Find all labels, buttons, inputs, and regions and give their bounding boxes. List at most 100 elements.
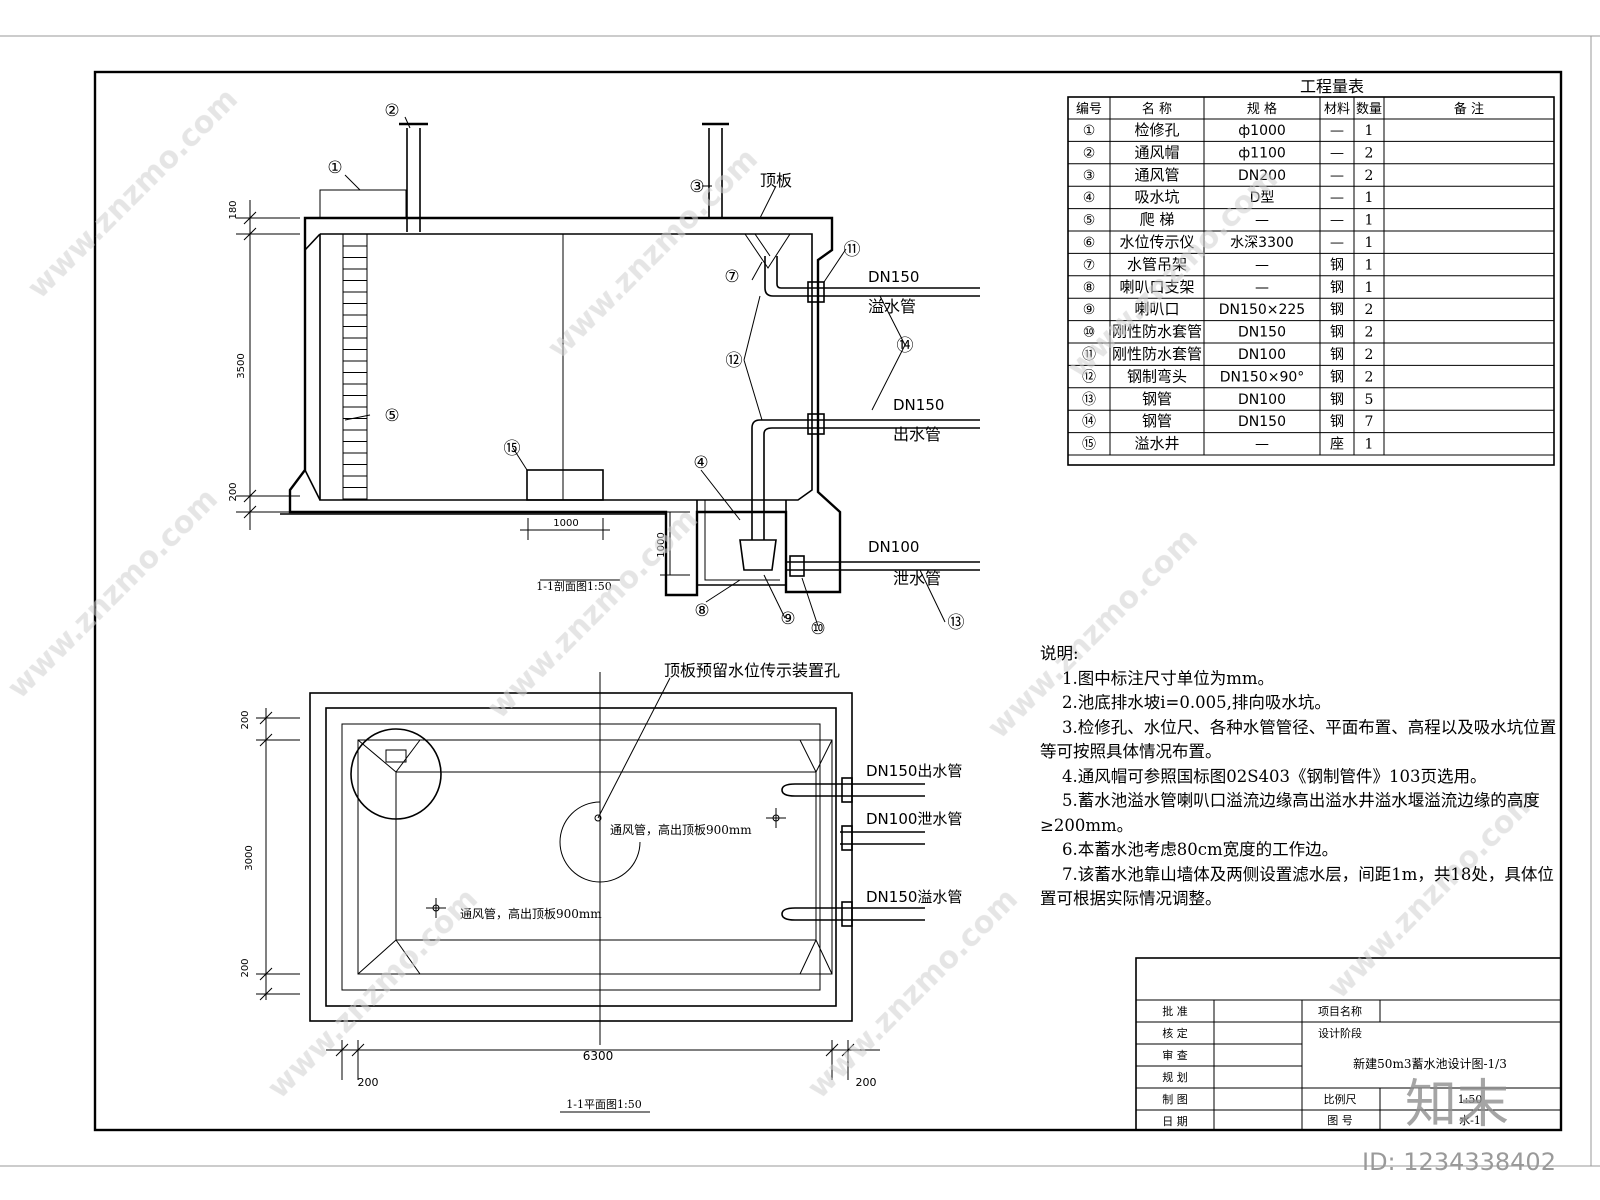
section-corner-haunch xyxy=(304,233,321,501)
title-block-row-label: 规 划 xyxy=(1162,1070,1188,1084)
table-cell: ⑮ xyxy=(1082,437,1096,453)
table-cell: 水管吊架 xyxy=(1127,255,1187,273)
table-cell: 1 xyxy=(1365,123,1374,139)
table-header-cell: 备 注 xyxy=(1454,101,1484,117)
callout-number: ⑬ xyxy=(948,613,965,633)
manhole-cover xyxy=(319,189,407,219)
bell-mouth xyxy=(739,539,777,571)
table-cell: 钢管 xyxy=(1142,390,1172,408)
table-cell: — xyxy=(1330,145,1344,161)
table-cell: DN100 xyxy=(1238,392,1286,408)
section-leader-lines xyxy=(344,116,946,627)
table-cell: 刚性防水套管 xyxy=(1112,323,1202,341)
table-cell: D型 xyxy=(1250,190,1275,206)
title-block-row-label: 批 准 xyxy=(1162,1004,1188,1018)
table-cell: 刚性防水套管 xyxy=(1112,345,1202,363)
table-cell: 通风管 xyxy=(1134,166,1179,184)
table-cell: ② xyxy=(1083,145,1096,161)
table-header-cell: 编号 xyxy=(1076,102,1102,117)
watermark-id: ID: 1234338402 xyxy=(1362,1148,1556,1176)
table-cell: 2 xyxy=(1365,168,1374,184)
plan-vent-2 xyxy=(426,898,446,918)
section-title: 1-1剖面图1:50 xyxy=(536,579,611,593)
table-cell: 1 xyxy=(1365,280,1374,296)
callout-number: ⑫ xyxy=(726,351,743,371)
table-cell: ⑬ xyxy=(1082,392,1096,408)
table-cell: 2 xyxy=(1365,302,1374,318)
drawing-frame xyxy=(93,70,1563,1132)
watermark-text: www.znzmo.com xyxy=(801,882,1025,1106)
callout-number: ④ xyxy=(693,453,708,473)
suction-pit-inner xyxy=(704,500,780,581)
table-cell: 1 xyxy=(1365,437,1374,453)
watermark-logo: 知末 xyxy=(1405,1075,1509,1135)
plan-manhole xyxy=(350,728,442,820)
table-cell: 1 xyxy=(1365,257,1374,273)
table-cell: ⑪ xyxy=(1082,347,1096,363)
outlet-pipe-name: 出水管 xyxy=(893,425,941,444)
plan-drain-label: DN100泄水管 xyxy=(866,810,962,828)
plan-vent-1 xyxy=(766,808,786,828)
table-cell: ⑤ xyxy=(1083,213,1096,229)
pipe-hanger xyxy=(744,233,791,269)
water-level-leader xyxy=(597,677,671,819)
table-cell: 水深3300 xyxy=(1230,235,1294,251)
plan-view: 顶板预留水位传示装置孔 通风管，高出顶板900mm 通风管，高出顶板900mm … xyxy=(240,661,962,1113)
table-cell: 钢 xyxy=(1330,369,1344,385)
scale-value: 1:50 xyxy=(1458,1093,1483,1106)
drawing-title: 新建50m3蓄水池设计图-1/3 xyxy=(1353,1056,1507,1071)
table-cell: 2 xyxy=(1365,369,1374,385)
dim-height: 3500 xyxy=(236,353,247,378)
water-level-hole xyxy=(594,814,602,822)
table-cell: 爬 梯 xyxy=(1140,211,1175,229)
callout-number: ⑩ xyxy=(810,619,825,639)
table-cell: — xyxy=(1255,257,1269,273)
plan-dim-left: 200 xyxy=(358,1076,379,1089)
water-level-hole-arc xyxy=(559,801,641,883)
table-cell: 1 xyxy=(1365,235,1374,251)
dim-pit-depth: 1000 xyxy=(656,532,667,557)
callout-number: ⑮ xyxy=(504,439,521,459)
table-cell: DN150 xyxy=(1238,325,1286,341)
plan-outlet-label: DN150出水管 xyxy=(866,762,962,780)
table-cell: 钢制弯头 xyxy=(1127,367,1187,385)
drain-pipe-name: 泄水管 xyxy=(893,569,941,588)
plan-outer-1 xyxy=(309,692,853,1022)
title-block-row-label: 制 图 xyxy=(1162,1093,1188,1106)
callout-number: ⑦ xyxy=(724,267,739,287)
table-cell: 检修孔 xyxy=(1134,121,1179,139)
outlet-sleeve xyxy=(807,413,825,435)
plan-overflow-label: DN150溢水管 xyxy=(866,888,962,906)
watermark-text: www.znzmo.com xyxy=(1,482,225,706)
table-header-cell: 数量 xyxy=(1356,102,1382,117)
table-cell: 5 xyxy=(1365,392,1374,408)
table-cell: 吸水坑 xyxy=(1134,188,1179,206)
table-cell: 钢 xyxy=(1330,257,1344,273)
vent-cap-2 xyxy=(399,122,428,232)
table-cell: 钢管 xyxy=(1142,412,1172,430)
table-header-cell: 规 格 xyxy=(1247,101,1277,117)
sleeve-10 xyxy=(807,281,825,303)
notes-block: 说明: 1.图中标注尺寸单位为mm。 2.池底排水坡i=0.005,排向吸水坑。… xyxy=(1040,642,1560,912)
plan-dim-width: 6300 xyxy=(583,1049,614,1063)
table-cell: DN200 xyxy=(1238,168,1286,184)
plan-haunch-lines xyxy=(357,739,833,975)
sleeve-11 xyxy=(789,555,805,577)
suction-pit xyxy=(696,500,787,586)
table-cell: — xyxy=(1330,235,1344,251)
table-cell: ⑥ xyxy=(1083,235,1096,251)
overflow-well xyxy=(526,469,604,501)
vent2-label: 通风管，高出顶板900mm xyxy=(460,906,602,921)
vent1-label: 通风管，高出顶板900mm xyxy=(610,822,752,837)
note-line: 5.蓄水池溢水管喇叭口溢流边缘高出溢水井溢水堰溢流边缘的高度≥200mm。 xyxy=(1040,791,1540,835)
outlet-pipe-inner xyxy=(763,427,980,540)
dim-top: 180 xyxy=(228,200,239,219)
vent-pipe-3 xyxy=(702,122,729,218)
table-cell: ⑩ xyxy=(1083,325,1096,341)
title-block: 批 准核 定审 查规 划制 图日 期 项目名称 设计阶段 新建50m3蓄水池设计… xyxy=(1135,957,1562,1131)
scale-label: 比例尺 xyxy=(1324,1092,1357,1106)
callout-number: ② xyxy=(384,101,399,121)
stage-label: 设计阶段 xyxy=(1318,1026,1362,1040)
note-line: 7.该蓄水池靠山墙体及两侧设置滤水层，间距1m，共18处，具体位置可根据实际情况… xyxy=(1040,864,1554,909)
